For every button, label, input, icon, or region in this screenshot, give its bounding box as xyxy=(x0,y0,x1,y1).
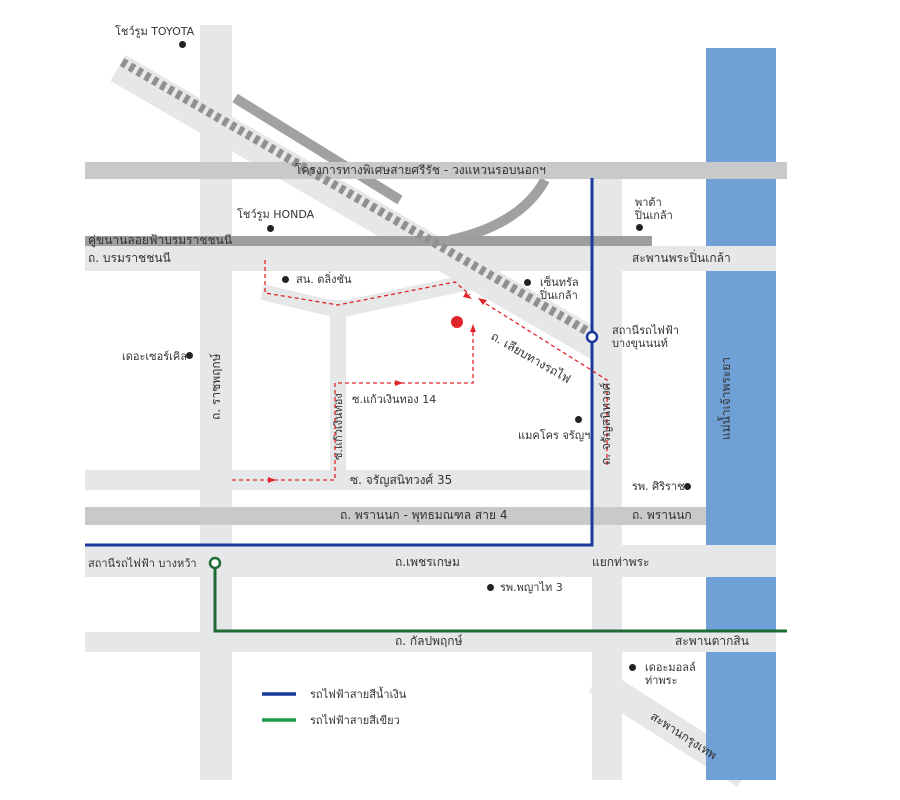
poi-dot-icon xyxy=(575,416,582,423)
label-river: แม่น้ำเจ้าพระยา xyxy=(719,356,733,440)
route-west xyxy=(232,328,474,481)
label-ratchaphruek: ถ. ราชพฤกษ์ xyxy=(209,353,223,420)
poi-dot-icon xyxy=(636,224,643,231)
label-borom: ถ. บรมราชชนนี xyxy=(88,251,171,265)
road-kaeo-v xyxy=(330,300,346,480)
route-east xyxy=(479,299,608,465)
expressway xyxy=(85,162,787,179)
place-honda: โชว์รูม HONDA xyxy=(237,208,315,221)
poi-dot-icon xyxy=(186,352,193,359)
poi-dot-icon xyxy=(487,584,494,591)
route-arrow-icon xyxy=(395,380,403,386)
place-station-bangwa: สถานีรถไฟฟ้า บางหว้า xyxy=(88,557,197,570)
railway xyxy=(119,58,595,338)
label-expressway: โครงการทางพิเศษสายศรีรัช - วงแหวนรอบนอกฯ xyxy=(295,163,546,177)
label-charan: ถ. จรัญสนิทวงศ์ xyxy=(599,382,613,465)
place-circle: เดอะเซอร์เคิล xyxy=(122,350,188,363)
poi-dot-icon xyxy=(267,225,274,232)
label-phet: ถ.เพชรเกษม xyxy=(395,555,460,569)
destination-marker-icon xyxy=(451,316,463,328)
poi-dot-icon xyxy=(524,279,531,286)
route-north xyxy=(264,260,471,306)
route-arrow-icon xyxy=(478,298,487,305)
station-bangwa-icon xyxy=(208,556,222,570)
place-pata: พาต้าปิ่นเกล้า xyxy=(635,196,673,222)
place-central: เซ็นทรัลปิ่นเกล้า xyxy=(540,276,579,302)
legend-blue-label: รถไฟฟ้าสายสีน้ำเงิน xyxy=(310,688,407,701)
road-kanla xyxy=(85,632,776,652)
blue-line xyxy=(85,178,594,547)
place-station-bangkhunnon: สถานีรถไฟฟ้าบางขุนนนท์ xyxy=(612,324,679,350)
route-arrow-icon xyxy=(470,324,476,332)
route-arrow-icon xyxy=(268,477,276,483)
label-pinklao-bridge: สะพานพระปิ่นเกล้า xyxy=(632,251,731,265)
label-taksin: สะพานตากสิน xyxy=(675,634,749,648)
poi-dot-icon xyxy=(179,41,186,48)
road-inner xyxy=(260,274,472,319)
parallel-road xyxy=(85,236,652,246)
poi-dot-icon xyxy=(629,664,636,671)
label-prannok: ถ. พรานนก xyxy=(632,508,692,522)
poi-dot-icon xyxy=(684,483,691,490)
road-ratchaphruek xyxy=(200,25,232,780)
station-bangkhunnon-icon xyxy=(585,330,599,344)
place-themall: เดอะมอลล์ท่าพระ xyxy=(645,661,696,687)
label-parallel: คู่ขนานลอยฟ้าบรมราชชนนี xyxy=(88,233,233,247)
green-line xyxy=(213,568,787,633)
label-kaeo-v: ซ.แก้วเงินทอง xyxy=(332,393,345,460)
place-toyota: โชว์รูม TOYOTA xyxy=(115,25,195,38)
river xyxy=(706,48,776,780)
label-thaphra: แยกท่าพระ xyxy=(592,555,650,569)
label-prannok-long: ถ. พรานนก - พุทธมณฑล สาย 4 xyxy=(340,508,508,522)
place-siriraj: รพ. ศิริราช xyxy=(632,480,685,493)
road-prannok xyxy=(85,507,706,525)
road-railway xyxy=(110,55,613,363)
poi-dot-icon xyxy=(282,276,289,283)
place-phyathai: รพ.พญาไท 3 xyxy=(500,581,563,594)
label-kanla: ถ. กัลปพฤกษ์ xyxy=(395,634,463,648)
label-soi35: ซ. จรัญสนิทวงศ์ 35 xyxy=(350,473,453,487)
legend-green-label: รถไฟฟ้าสายสีเขียว xyxy=(310,714,400,727)
label-kaeo: ซ.แก้วเงินทอง 14 xyxy=(352,393,437,406)
route-arrow-icon xyxy=(463,292,472,299)
place-makro: แมคโคร จรัญฯ xyxy=(518,429,591,442)
place-talingchan: สน. ตลิ่งชัน xyxy=(296,273,352,286)
